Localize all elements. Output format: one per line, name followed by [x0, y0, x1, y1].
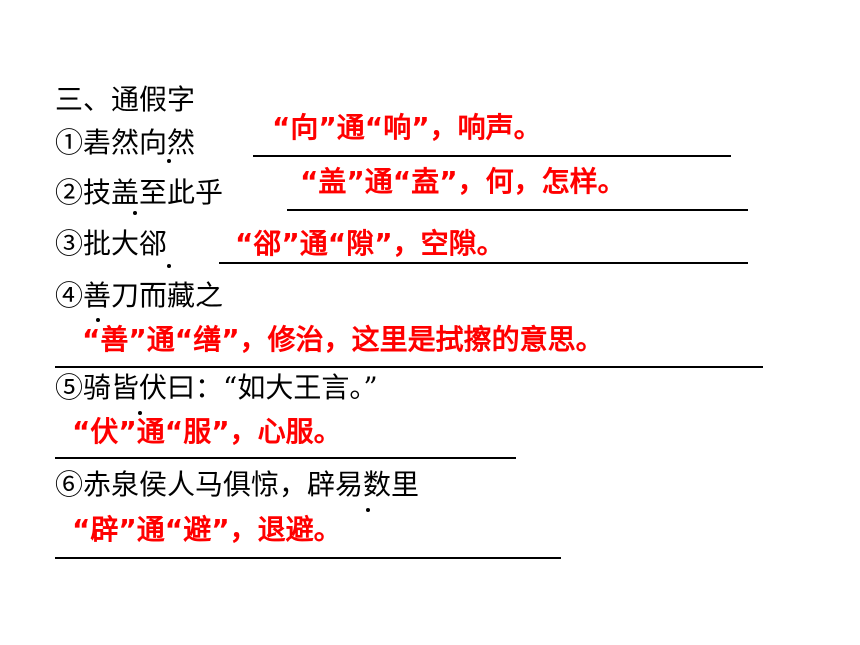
item-1-answer: “向”通“响”，响声。	[272, 111, 542, 144]
item-5-answer-line	[55, 457, 516, 459]
item-3-answer: “郤”通“隙”，空隙。	[235, 227, 505, 260]
item-4-answer: “善”通“缮”，修治，这里是拭擦的意思。	[82, 323, 604, 356]
item-4-answer-line	[55, 366, 763, 368]
item-3-prompt: ③批大郤	[55, 227, 168, 260]
item-1-prompt: ①砉然向然	[55, 126, 196, 159]
item-4-prompt: ④善刀而藏之	[55, 279, 224, 312]
item-6-emphasis-dot	[366, 508, 370, 512]
item-2-answer-line	[287, 209, 748, 211]
section-title: 三、通假字	[55, 83, 196, 116]
item-1-answer-line	[253, 155, 731, 157]
item-6-answer-line	[55, 557, 561, 559]
item-1-emphasis-dot	[167, 159, 171, 163]
item-3-emphasis-dot	[167, 264, 171, 268]
item-5-emphasis-dot	[138, 411, 142, 415]
item-2-answer: “盖”通“盍”，何，怎样。	[300, 165, 626, 198]
item-5-prompt: ⑤骑皆伏曰：“如大王言。”	[55, 371, 378, 404]
item-5-answer: “伏”通“服”，心服。	[72, 415, 342, 448]
item-3-answer-line	[219, 262, 748, 264]
item-6-prompt: ⑥赤泉侯人马俱惊，辟易数里	[55, 468, 420, 501]
item-4-emphasis-dot	[96, 318, 100, 322]
item-2-emphasis-dot	[133, 211, 137, 215]
item-2-prompt: ②技盖至此乎	[55, 176, 224, 209]
item-6-answer: “辟”通“避”，退避。	[72, 513, 342, 546]
